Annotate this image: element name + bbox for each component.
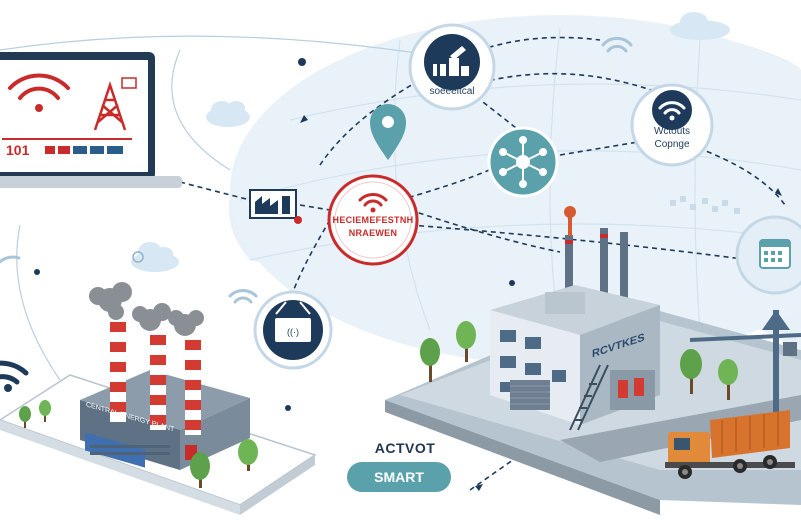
node-label-center-line1: HECIEMEFESTNH [332, 215, 414, 225]
wifi-icon [652, 90, 692, 130]
location-pin-icon [370, 104, 406, 160]
network-hub-icon[interactable] [489, 128, 557, 196]
transmission-tower-icon [92, 80, 140, 135]
svg-text:((·): ((·) [287, 327, 299, 337]
wifi-icon [355, 196, 391, 214]
node-label-top-center: soeeeltcal [429, 86, 475, 97]
node-label-top-right-line1: Wctouts [653, 126, 691, 137]
calendar-icon[interactable] [755, 236, 795, 272]
laptop [0, 52, 182, 188]
laptop-number: 101 [6, 142, 30, 158]
monitor-icon[interactable] [263, 300, 323, 360]
wifi-icon [10, 70, 70, 110]
left-small-node [249, 189, 302, 224]
factory-monitor-icon[interactable] [250, 190, 298, 222]
factory-machine-icon [428, 36, 478, 82]
smart-button[interactable]: SMART [347, 462, 451, 492]
footer-title: ACTVOT [374, 440, 436, 456]
node-label-center-line2: NRAEWEN [348, 228, 398, 238]
node-label-top-right-line2: Copnge [654, 139, 690, 150]
